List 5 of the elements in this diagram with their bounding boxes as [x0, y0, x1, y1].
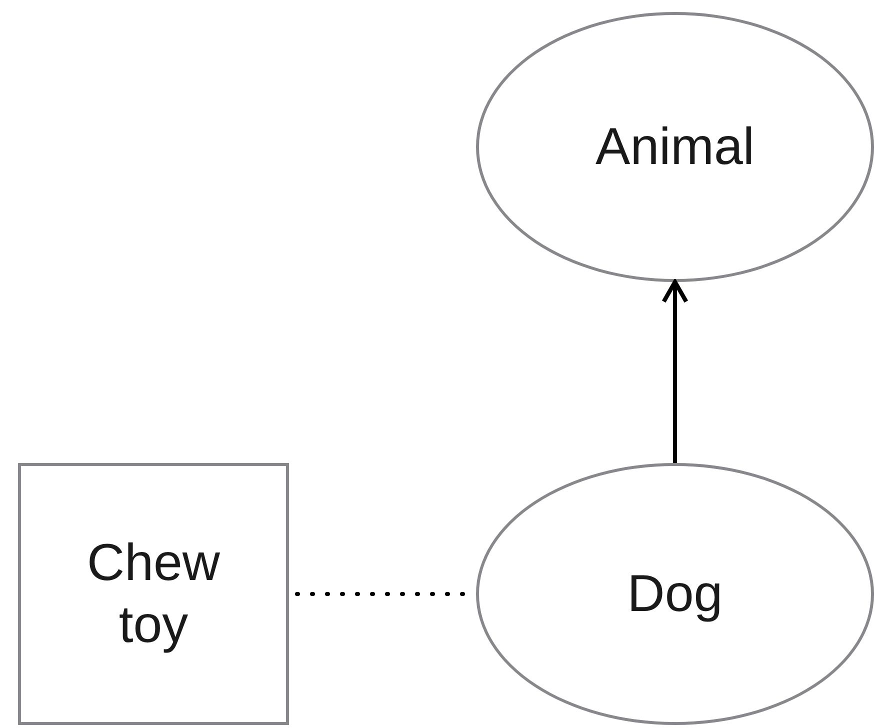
node-label: Chew toy [86, 532, 221, 656]
node-label: Animal [596, 116, 754, 178]
rectangle-node [18, 463, 289, 725]
node-label: Dog [627, 564, 723, 625]
arrow [662, 280, 688, 463]
